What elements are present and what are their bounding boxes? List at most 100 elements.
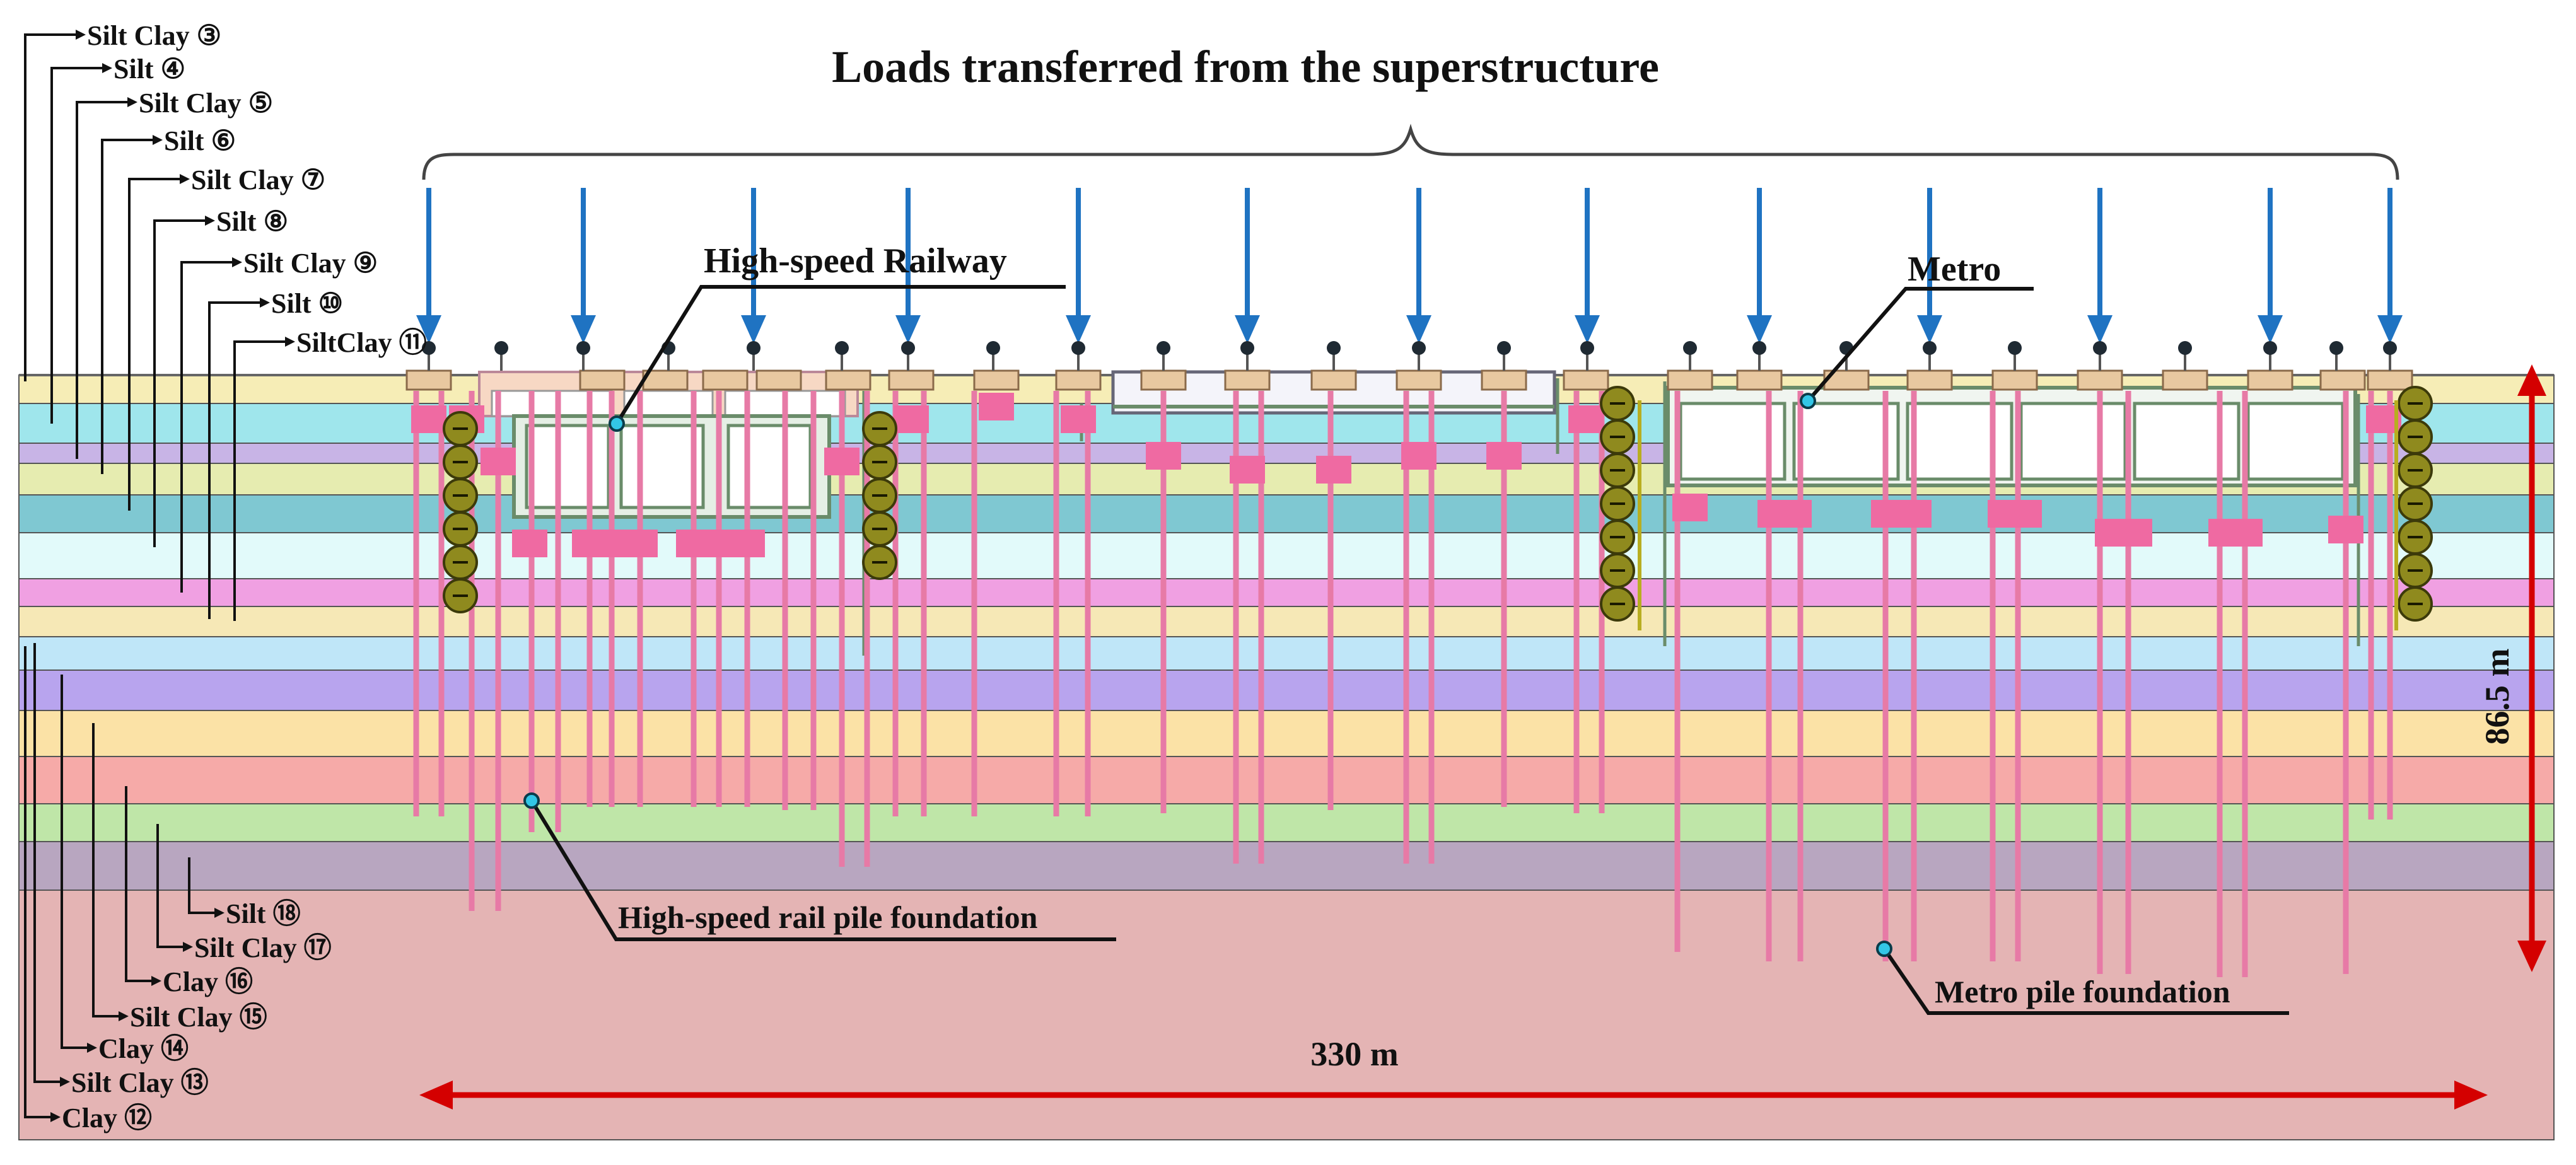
bearing [2383,341,2397,355]
soil-callout-line [188,857,214,914]
annotation-markers [523,393,1892,957]
bearing [494,341,508,355]
soil-label: Silt Clay ⑬ [71,1067,209,1098]
pile-cap [481,448,516,475]
soil-callout-arrowhead [285,337,295,347]
pile-cap [2117,519,2152,547]
pile-cap [411,405,446,433]
load-arrow-head [1747,315,1772,344]
load-arrow-head [895,315,921,344]
pier-cap [1563,369,1609,391]
soil-callout-arrowhead [214,908,224,918]
hsr-frame-cell [726,424,812,509]
metro-frame-cell [2019,402,2127,481]
soil-callout-line [125,786,151,982]
soil-label: Silt Clay ⑦ [191,165,325,195]
bearing [1752,341,1766,355]
pier-cap [1055,369,1102,391]
pier-cap [1310,369,1357,391]
pile-cap [979,393,1014,420]
load-arrow-head [2258,315,2283,344]
soil-callout-line [180,261,232,593]
pier-cap [1991,369,2038,391]
soil-label: Silt Clay ③ [87,20,221,51]
load-arrow-head [1406,315,1431,344]
hsr-frame-cell [525,424,610,509]
pier-cap [888,369,935,391]
label-high-speed-railway: High-speed Railway [704,241,1007,281]
soil-callout-line [92,723,119,1017]
soil-label: Clay ⑭ [98,1033,189,1064]
soil-layer [18,636,2555,671]
pier-cap [702,369,749,391]
bearing [986,341,1000,355]
bearing [2263,341,2277,355]
annotation-leaders [530,285,2289,1015]
pile-groups [411,386,2433,977]
soil-label: Silt Clay ⑰ [194,932,332,963]
bearing [1157,341,1170,355]
pile-cap [1486,442,1522,470]
soil-label: Silt ⑱ [226,898,301,929]
soil-callout-line [24,33,76,381]
soil-callout-line [61,675,87,1049]
bearing [835,341,849,355]
load-arrow-head [1235,315,1260,344]
soil-callout-line [156,824,183,948]
width-dimension-label: 330 m [1310,1035,1399,1073]
pile-cap [824,448,860,475]
load-arrow-head [1917,315,1942,344]
title-brace [422,124,2399,180]
pier-cap [642,369,689,391]
hsr-frame-cell [619,424,705,509]
pier-cap [2162,369,2208,391]
pile-cap [1316,456,1351,484]
pier-cap [1140,369,1187,391]
soil-callout-line [208,301,260,619]
soil-layer [18,841,2555,891]
bearing [2329,341,2343,355]
load-arrow-head [741,315,766,344]
soil-layer [18,803,2555,842]
soil-callout-line [76,101,127,459]
pile-cap [1401,442,1437,470]
pier-cap [1224,369,1271,391]
load-arrow-head [1066,315,1091,344]
soil-layer [18,532,2555,579]
pier-cap [1396,369,1442,391]
soil-layer [18,494,2555,533]
pile-cap [730,530,765,557]
soil-callout-line [50,67,102,424]
soil-label: Silt ④ [114,54,185,84]
depth-dimension [2517,364,2546,972]
bearing [1327,341,1341,355]
pile-cap [1896,500,1932,528]
label-metro-pile-foundation: Metro pile foundation [1935,974,2230,1009]
bearing [1683,341,1697,355]
bearing [422,341,436,355]
soil-callout-line [33,643,60,1083]
metro-frame-cell [2246,402,2345,481]
pier-cap [1667,369,1713,391]
soil-label: SiltClay ⑪ [296,327,427,358]
bearing [2178,341,2192,355]
pile-cap [512,530,547,557]
pile-cap [2328,516,2363,543]
soil-callout-arrowhead [180,174,190,184]
soil-label: Clay ⑯ [163,966,253,997]
bearing [1240,341,1254,355]
soil-callout-line [233,340,285,621]
pile-cap [1061,405,1096,433]
pier-cap [755,369,802,391]
pier-cap [1736,369,1783,391]
pile-cap [2227,519,2263,547]
hsr-deck-room [491,390,613,417]
soil-layer [18,578,2555,607]
bearing [1412,341,1426,355]
soil-layer [18,756,2555,804]
pier-cap [1906,369,1953,391]
soil-label: Clay ⑫ [62,1103,152,1133]
soil-callout-arrowhead [232,257,242,267]
label-metro: Metro [1908,250,2001,289]
